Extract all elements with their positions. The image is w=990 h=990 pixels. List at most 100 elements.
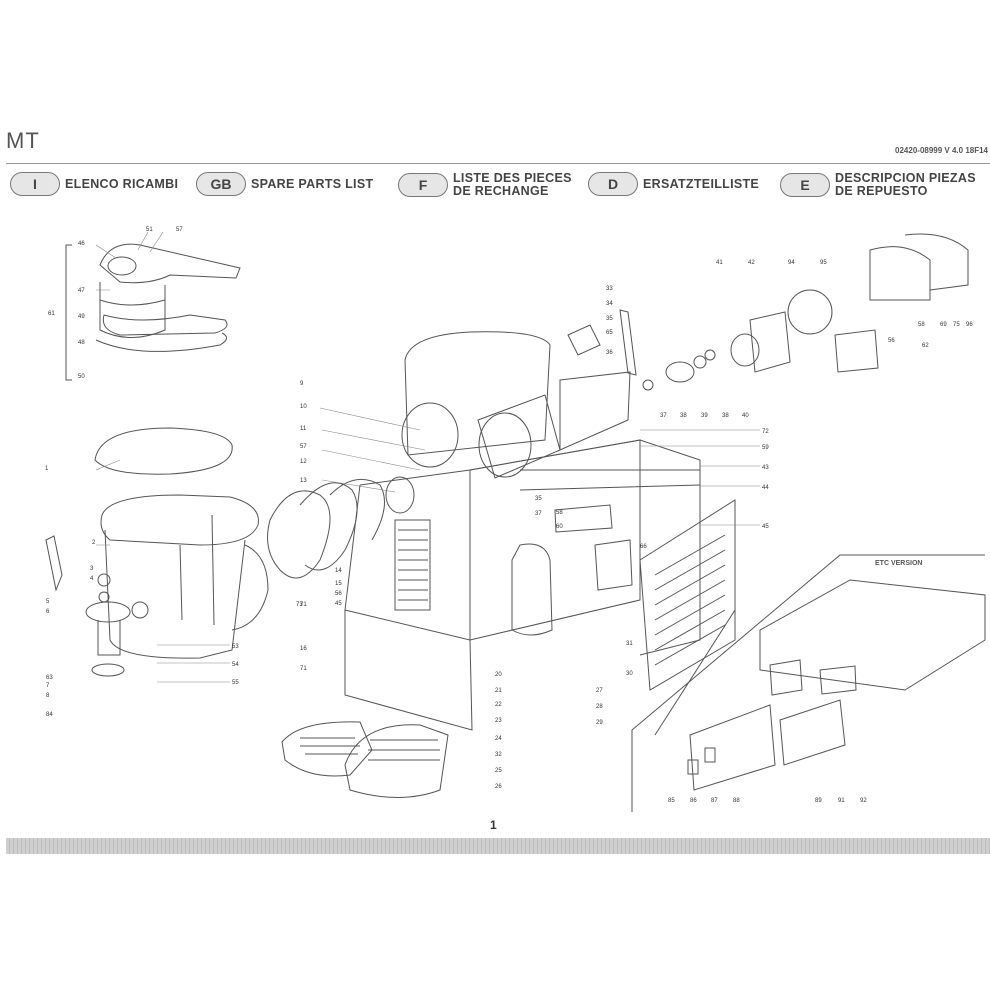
part-label: 73 [296,602,303,608]
lid-assembly-drawing [65,243,241,381]
part-label: 63 [46,675,53,681]
part-label: 4 [90,576,94,582]
lang-title-fr-line2: DE RECHANGE [453,184,549,198]
exploded-parts-diagram: 46 51 57 47 61 49 48 50 1 2 3 4 5 6 63 7… [45,227,986,812]
part-label: 56 [888,338,895,344]
part-label: 96 [966,322,973,328]
part-label: 57 [300,444,307,450]
lang-badge-fr: F [398,173,448,197]
part-label: 35 [606,316,613,322]
part-label: 28 [596,704,603,710]
part-label: 86 [690,798,697,804]
lang-title-de: ERSATZTEILLISTE [643,176,760,191]
part-label: 71 [300,602,307,608]
part-label: 46 [78,241,85,247]
drip-tray-drawing [281,721,449,798]
part-label: 57 [176,227,183,233]
part-label: 38 [680,413,687,419]
part-label: 94 [788,260,795,266]
part-label: 95 [820,260,827,266]
part-label: 21 [495,688,502,694]
part-label: 54 [232,662,239,668]
part-label: 60 [556,524,563,530]
part-label: 85 [668,798,675,804]
part-label: 12 [300,459,307,465]
part-label: 3 [90,566,94,572]
part-label: 37 [660,413,667,419]
lang-header-es: E DESCRIPCION PIEZAS DE REPUESTO [780,172,976,198]
lang-header-it: I ELENCO RICAMBI [10,172,178,196]
part-label: 89 [815,798,822,804]
part-label: 24 [495,736,502,742]
part-label: 25 [495,768,502,774]
part-label: 2 [92,540,96,546]
part-label: 14 [335,568,342,574]
auger-coil-drawing [267,402,459,579]
part-label: 51 [146,227,153,233]
document-reference: 02420-08999 V 4.0 18F14 [895,146,988,155]
part-label: 41 [716,260,723,266]
part-label: 23 [495,718,502,724]
machine-body-drawing [344,331,701,731]
part-label: 72 [762,429,769,435]
footer-scan-band [6,838,990,854]
part-label: 66 [640,544,647,550]
etc-version-label: ETC VERSION [875,560,923,567]
part-label: 36 [606,350,613,356]
part-label: 56 [335,591,342,597]
part-label: 6 [46,609,50,615]
header-rule [6,163,990,164]
part-label: 71 [300,666,307,672]
part-label: 55 [232,680,239,686]
lang-title-es-line1: DESCRIPCION PIEZAS [835,171,976,185]
part-label: 16 [300,646,307,652]
lang-badge-de: D [588,172,638,196]
part-label: 29 [596,720,603,726]
part-label: 39 [701,413,708,419]
page-number: 1 [490,818,497,832]
drive-assembly-drawing [567,233,969,391]
part-label: 48 [78,340,85,346]
part-label: 75 [953,322,960,328]
lang-title-it: ELENCO RICAMBI [65,176,179,191]
part-label: 27 [596,688,603,694]
part-label: 59 [762,445,769,451]
part-label: 61 [48,311,55,317]
part-label: 45 [762,524,769,530]
lang-title-es: DESCRIPCION PIEZAS DE REPUESTO [835,172,976,198]
part-label: 65 [606,330,613,336]
bowl-drawing [45,427,269,677]
part-label: 11 [300,426,307,432]
part-label: 31 [626,641,633,647]
side-grille-drawing [639,499,736,691]
part-label: 34 [606,301,613,307]
part-label: 49 [78,314,85,320]
part-label: 8 [46,693,50,699]
part-label: 42 [748,260,755,266]
lang-badge-es: E [780,173,830,197]
part-label: 58 [918,322,925,328]
lang-header-de: D ERSATZTEILLISTE [588,172,759,196]
part-label: 37 [535,511,542,517]
part-label: 62 [922,343,929,349]
part-label: 53 [232,644,239,650]
part-label: 45 [335,601,342,607]
lang-title-fr-line1: LISTE DES PIECES [453,171,572,185]
etc-version-inset [631,554,986,812]
part-label: 7 [46,683,50,689]
part-label: 87 [711,798,718,804]
lang-header-fr: F LISTE DES PIECES DE RECHANGE [398,172,572,198]
part-label: 15 [335,581,342,587]
lang-title-gb: SPARE PARTS LIST [251,176,374,191]
part-label: 91 [838,798,845,804]
lang-title-es-line2: DE REPUESTO [835,184,928,198]
leader-lines [95,231,760,683]
part-label: 84 [46,712,53,718]
part-label: 40 [742,413,749,419]
part-label: 88 [733,798,740,804]
part-label: 92 [860,798,867,804]
part-label: 26 [495,784,502,790]
part-label: 1 [45,466,49,472]
part-label: 47 [78,288,85,294]
part-label: 33 [606,286,613,292]
